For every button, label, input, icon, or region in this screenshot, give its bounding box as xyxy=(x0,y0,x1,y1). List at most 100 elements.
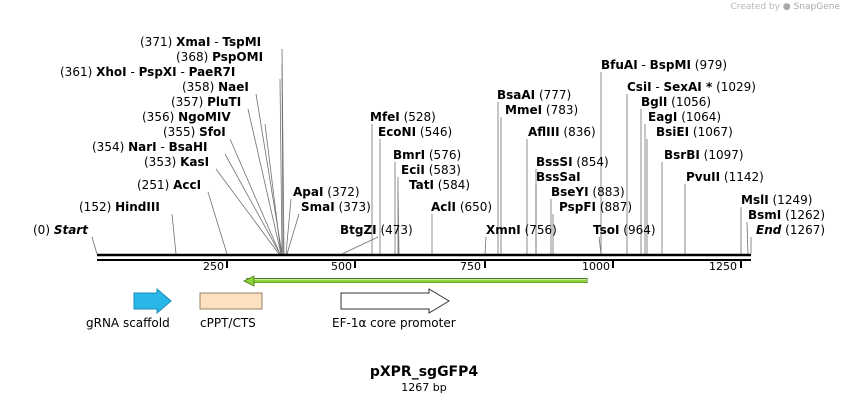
site-label[interactable]: ApaI (372) xyxy=(293,185,360,199)
orf-arrow[interactable] xyxy=(243,275,588,287)
site-position: (1064) xyxy=(681,110,722,124)
sequence-backbone xyxy=(97,253,751,268)
site-name: BssSI xyxy=(536,155,573,169)
site-position: (583) xyxy=(428,163,461,177)
site-name: PspFI xyxy=(559,200,596,214)
site-label[interactable]: (152) HindIII xyxy=(79,200,160,214)
site-label[interactable]: (356) NgoMIV xyxy=(142,110,231,124)
site-leader-line xyxy=(224,153,281,255)
site-name-alt: BsaHI xyxy=(168,140,208,154)
site-position: (368) xyxy=(176,50,209,64)
site-leader-line xyxy=(341,236,379,255)
site-position: (354) xyxy=(92,140,125,154)
site-position: (372) xyxy=(327,185,360,199)
site-position: (1142) xyxy=(723,170,764,184)
site-position: (1262) xyxy=(785,208,825,222)
site-label[interactable]: XmnI (756) xyxy=(486,223,557,237)
site-label[interactable]: BsrBI (1097) xyxy=(664,148,744,162)
feature-label-cPPT-CTS: cPPT/CTS xyxy=(200,316,256,330)
site-position: (353) xyxy=(144,155,177,169)
site-name: PvuII xyxy=(686,170,721,184)
site-name: PspOMI xyxy=(212,50,264,64)
site-name: KasI xyxy=(180,155,210,169)
site-label[interactable]: BssSI (854) xyxy=(536,155,609,169)
site-leader-lines xyxy=(91,48,752,255)
site-label[interactable]: SmaI (373) xyxy=(301,200,371,214)
site-position: (854) xyxy=(576,155,609,169)
site-label[interactable]: EciI (583) xyxy=(401,163,461,177)
site-label[interactable]: BmrI (576) xyxy=(393,148,461,162)
site-name-alt: BspMI xyxy=(649,58,691,72)
site-leader-line xyxy=(281,63,284,255)
ruler-label-500: 500 xyxy=(331,260,352,273)
site-position: (883) xyxy=(592,185,625,199)
site-position: (251) xyxy=(137,178,170,192)
site-label[interactable]: (355) SfoI xyxy=(163,125,226,139)
site-position: (1067) xyxy=(692,125,733,139)
site-label[interactable]: EcoNI (546) xyxy=(378,125,452,139)
site-name: AclI xyxy=(431,200,456,214)
site-leader-line xyxy=(286,213,300,255)
site-name-alt: PspXI xyxy=(138,65,177,79)
site-position: (1267) xyxy=(785,223,826,237)
site-label[interactable]: PspFI (887) xyxy=(559,200,632,214)
site-label[interactable]: BsiEI (1067) xyxy=(656,125,733,139)
site-leader-line xyxy=(247,108,282,255)
site-label[interactable]: BsmI (1262) xyxy=(748,208,825,222)
site-name: BseYI xyxy=(551,185,589,199)
site-name: XhoI xyxy=(96,65,127,79)
site-name: EagI xyxy=(648,110,678,124)
site-label[interactable]: (358) NaeI xyxy=(182,80,249,94)
feature-cPPT-CTS[interactable] xyxy=(199,292,263,310)
site-label[interactable]: CsiI - SexAI * (1029) xyxy=(627,80,756,94)
site-position: (979) xyxy=(694,58,728,72)
site-position: (783) xyxy=(545,103,579,117)
site-label[interactable]: MmeI (783) xyxy=(505,103,578,117)
site-label[interactable]: MfeI (528) xyxy=(370,110,436,124)
site-label[interactable]: EagI (1064) xyxy=(648,110,721,124)
site-label[interactable]: BssSaI xyxy=(536,170,581,184)
site-position: (0) xyxy=(33,223,50,237)
site-label[interactable]: (251) AccI xyxy=(137,178,201,192)
site-name-alt: TspMI xyxy=(222,35,262,49)
site-label[interactable]: TatI (584) xyxy=(409,178,470,192)
site-name: SmaI xyxy=(301,200,335,214)
site-label[interactable]: (354) NarI - BsaHI xyxy=(92,140,208,154)
feature-EF1a-core-promoter[interactable] xyxy=(340,288,450,314)
site-position: (528) xyxy=(403,110,436,124)
site-label[interactable]: BseYI (883) xyxy=(551,185,625,199)
feature-gRNA-scaffold[interactable] xyxy=(133,287,172,315)
site-label[interactable]: (353) KasI xyxy=(144,155,209,169)
feature-label-gRNA-scaffold: gRNA scaffold xyxy=(86,316,170,330)
site-position: (1029) xyxy=(716,80,756,94)
site-label[interactable]: (361) XhoI - PspXI - PaeR7I xyxy=(60,65,236,79)
cPPT-CTS-box xyxy=(199,292,263,310)
site-label[interactable]: BfuAI - BspMI (979) xyxy=(601,58,728,72)
site-position: (1249) xyxy=(772,193,813,207)
site-label[interactable]: BsaAI (777) xyxy=(497,88,571,102)
site-position: (964) xyxy=(623,223,656,237)
site-label[interactable]: (371) XmaI - TspMI xyxy=(140,35,262,49)
site-label[interactable]: AflIII (836) xyxy=(528,125,596,139)
site-label[interactable]: PvuII (1142) xyxy=(686,170,764,184)
gRNA-scaffold-arrow xyxy=(133,287,172,315)
site-label[interactable]: (357) PluTI xyxy=(171,95,241,109)
site-label[interactable]: BtgZI (473) xyxy=(340,223,413,237)
site-label[interactable]: End (1267) xyxy=(756,223,825,237)
site-name: BssSaI xyxy=(536,170,581,184)
site-position: (371) xyxy=(140,35,173,49)
site-name: MslI xyxy=(741,193,769,207)
site-label[interactable]: MslI (1249) xyxy=(741,193,812,207)
site-label[interactable]: TsoI (964) xyxy=(593,223,656,237)
site-name: EciI xyxy=(401,163,425,177)
site-position: (756) xyxy=(524,223,557,237)
site-label[interactable]: AclI (650) xyxy=(431,200,492,214)
site-name: AflIII xyxy=(528,125,560,139)
site-label[interactable]: (368) PspOMI xyxy=(176,50,263,64)
snapgene-credit: Created by ● SnapGene xyxy=(730,2,840,12)
ruler-label-1000: 1000 xyxy=(582,260,610,273)
site-leader-line xyxy=(215,168,280,255)
site-label[interactable]: BglI (1056) xyxy=(641,95,711,109)
site-label[interactable]: (0) Start xyxy=(33,223,88,237)
site-leader-line xyxy=(207,191,228,255)
